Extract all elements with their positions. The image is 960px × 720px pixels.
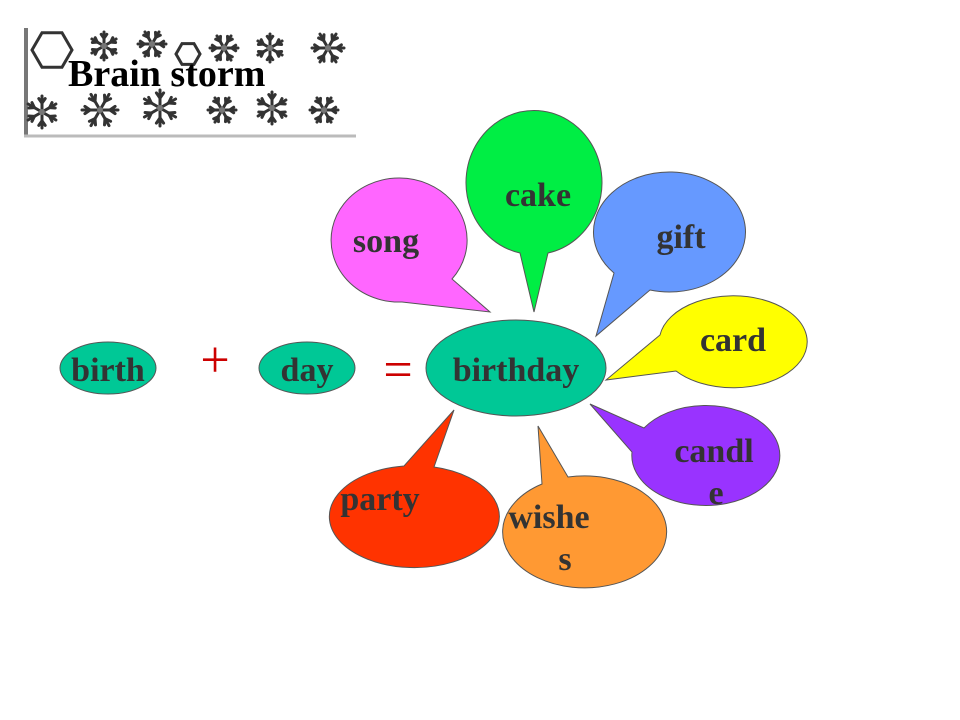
snowflake-icon <box>142 88 178 128</box>
snowflake-icon <box>208 34 240 62</box>
snowflake-icon <box>256 90 288 126</box>
snowflake-icon <box>80 92 120 128</box>
bubble-card-label: card <box>700 322 766 359</box>
word-day-shape <box>258 341 356 395</box>
banner-background <box>24 22 358 140</box>
bubble-wishes-label: wishe <box>508 499 589 536</box>
bubble-candle-label: candl <box>674 433 753 470</box>
word-birth-label: birth <box>71 352 145 389</box>
bubble-card-shape <box>604 295 808 389</box>
bubble-gift-label: gift <box>656 219 706 256</box>
bubble-gift-shape <box>593 171 746 338</box>
snowflake-icon <box>310 32 346 64</box>
bubble-party-shape <box>328 409 500 569</box>
snowflake-icon <box>26 94 58 130</box>
plus-sign: + <box>200 332 229 389</box>
bubble-wishes: wishe s <box>502 425 668 589</box>
bubble-candle: candl e <box>589 403 781 512</box>
bubble-gift: gift <box>593 171 746 338</box>
bubble-party: party <box>328 409 500 569</box>
snowflake-icon <box>174 42 202 66</box>
bubble-cake: cake <box>465 110 603 313</box>
title-banner: Brain storm <box>24 22 358 140</box>
snowflake-icon <box>308 96 340 124</box>
equals-sign: = <box>383 342 412 399</box>
word-equation: birth + day = birthday <box>59 319 607 417</box>
snowflake-icon-row <box>26 30 346 130</box>
page-title: Brain storm <box>68 53 265 95</box>
snowflake-icon <box>206 96 238 124</box>
bubble-candle-shape <box>589 403 781 506</box>
word-birth-shape <box>59 341 157 395</box>
snowflake-icon <box>136 30 168 58</box>
bubble-song-label: song <box>353 223 419 260</box>
bubble-candle-label-line2: e <box>708 475 723 512</box>
snowflake-icon <box>256 32 284 64</box>
snowflake-icon <box>30 31 74 69</box>
bubble-cake-label: cake <box>505 177 571 214</box>
bubble-cake-shape <box>465 110 603 313</box>
bubble-wishes-label-line2: s <box>558 541 571 578</box>
word-birthday-label: birthday <box>453 352 580 389</box>
bubble-song-shape <box>330 177 492 313</box>
bubble-song: song <box>330 177 492 313</box>
bubble-party-label: party <box>340 481 419 518</box>
snowflake-icon <box>90 30 118 62</box>
word-day-label: day <box>281 352 334 389</box>
bubble-wishes-shape <box>502 425 668 589</box>
bubble-card: card <box>604 295 808 389</box>
word-birthday-shape <box>425 319 607 417</box>
